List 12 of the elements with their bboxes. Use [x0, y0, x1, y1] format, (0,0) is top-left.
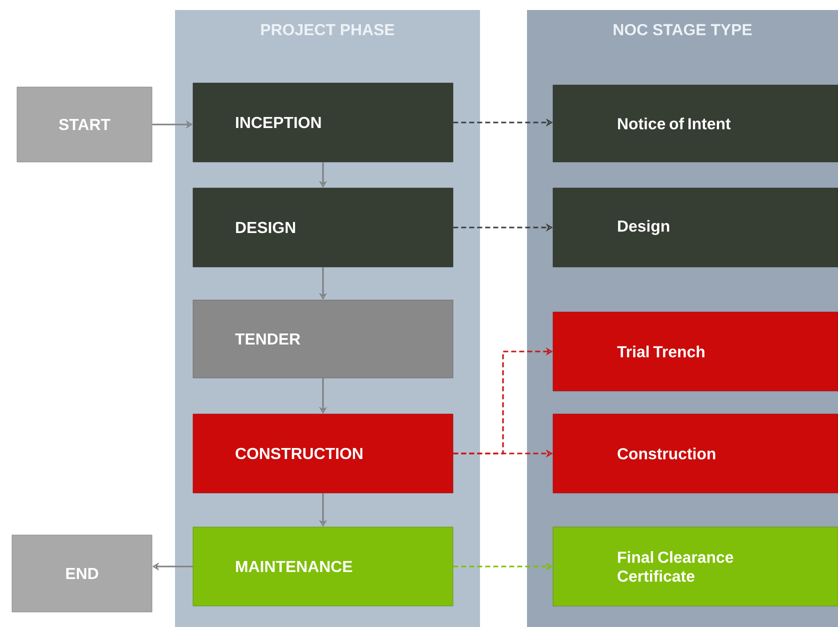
- phase-box: INCEPTION: [192, 82, 454, 162]
- phase-box: TENDER: [192, 300, 454, 378]
- stage-box: Design: [552, 188, 838, 268]
- stage-box: Trial Trench: [552, 312, 838, 392]
- stage-box: Final Clearance Certificate: [552, 526, 838, 606]
- phase-box: MAINTENANCE: [192, 526, 454, 606]
- phase-box: DESIGN: [192, 188, 454, 268]
- stage-box: Construction: [552, 414, 838, 494]
- phase-box: CONSTRUCTION: [192, 414, 454, 494]
- stage-box: Notice of Intent: [552, 84, 838, 162]
- terminal-box: START: [16, 86, 152, 162]
- terminal-box: END: [12, 534, 152, 612]
